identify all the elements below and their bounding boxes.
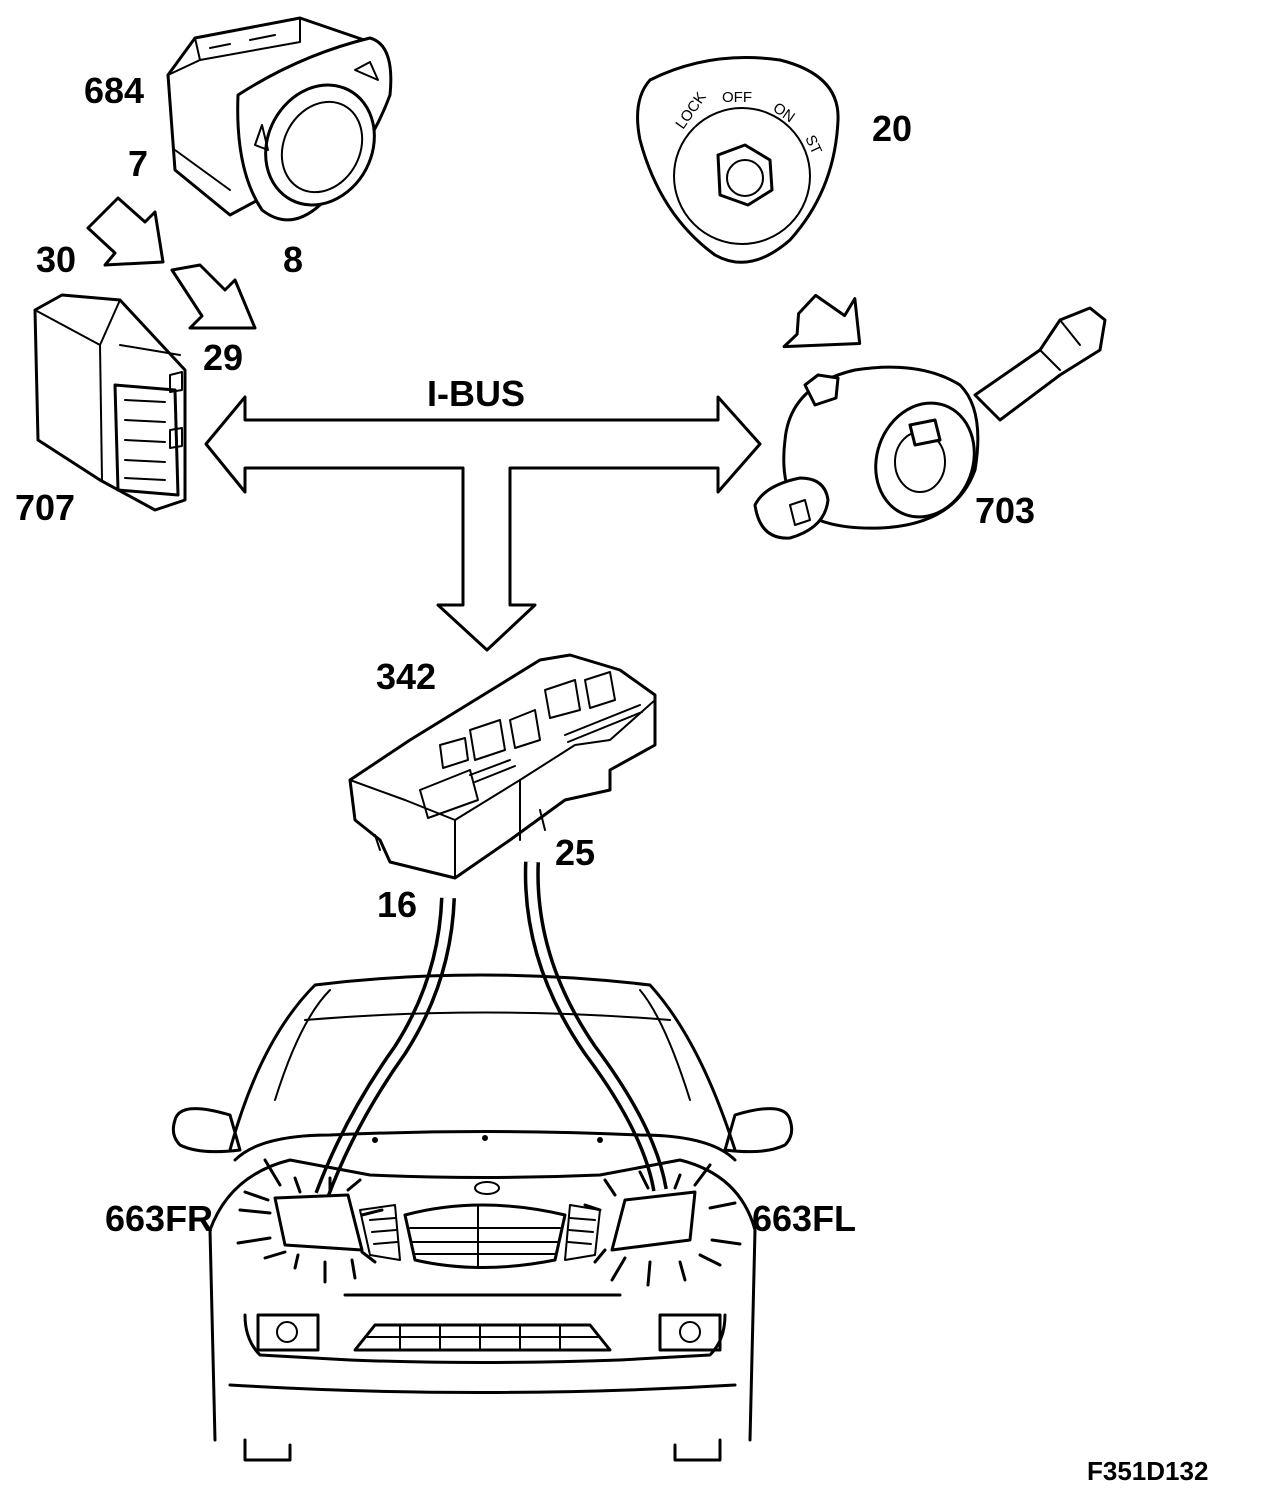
label-headlamp-left: 663FL bbox=[752, 1198, 857, 1239]
label-light-switch: 684 bbox=[84, 70, 145, 111]
fuse-box-illustration bbox=[348, 653, 657, 880]
i-bus-label: I-BUS bbox=[427, 373, 525, 414]
headlamp-left-illustration bbox=[583, 1163, 742, 1287]
figure-code: F351D132 bbox=[1087, 1456, 1209, 1486]
label-module-707: 707 bbox=[15, 487, 76, 528]
headlamp-right-illustration bbox=[236, 1158, 384, 1284]
signal-arrow-30 bbox=[86, 196, 165, 267]
label-switch-pin-7: 7 bbox=[128, 143, 149, 184]
label-switch-pin-8: 8 bbox=[283, 239, 304, 280]
ignition-off-position: OFF bbox=[722, 89, 752, 106]
car-front-illustration bbox=[171, 973, 794, 1462]
label-fuse-box: 342 bbox=[376, 656, 437, 697]
control-module-707-illustration bbox=[33, 293, 187, 512]
wire-16 bbox=[314, 897, 456, 1198]
signal-arrow-ignition bbox=[782, 293, 862, 349]
label-arrow-30: 30 bbox=[36, 239, 77, 280]
label-stalk-switch: 703 bbox=[975, 490, 1036, 531]
light-switch-illustration bbox=[166, 16, 393, 222]
ignition-start-position: ST bbox=[801, 133, 825, 158]
label-pin-16: 16 bbox=[377, 884, 418, 925]
label-pin-25: 25 bbox=[555, 832, 596, 873]
i-bus-arrow bbox=[204, 395, 762, 652]
label-arrow-29: 29 bbox=[203, 337, 244, 378]
stalk-switch-illustration bbox=[753, 306, 1107, 540]
label-ignition-switch: 20 bbox=[872, 108, 913, 149]
ignition-switch-illustration: LOCK OFF ON ST bbox=[636, 56, 840, 264]
wire-25 bbox=[523, 861, 668, 1192]
label-headlamp-right: 663FR bbox=[105, 1198, 214, 1239]
signal-arrow-29 bbox=[170, 263, 257, 330]
